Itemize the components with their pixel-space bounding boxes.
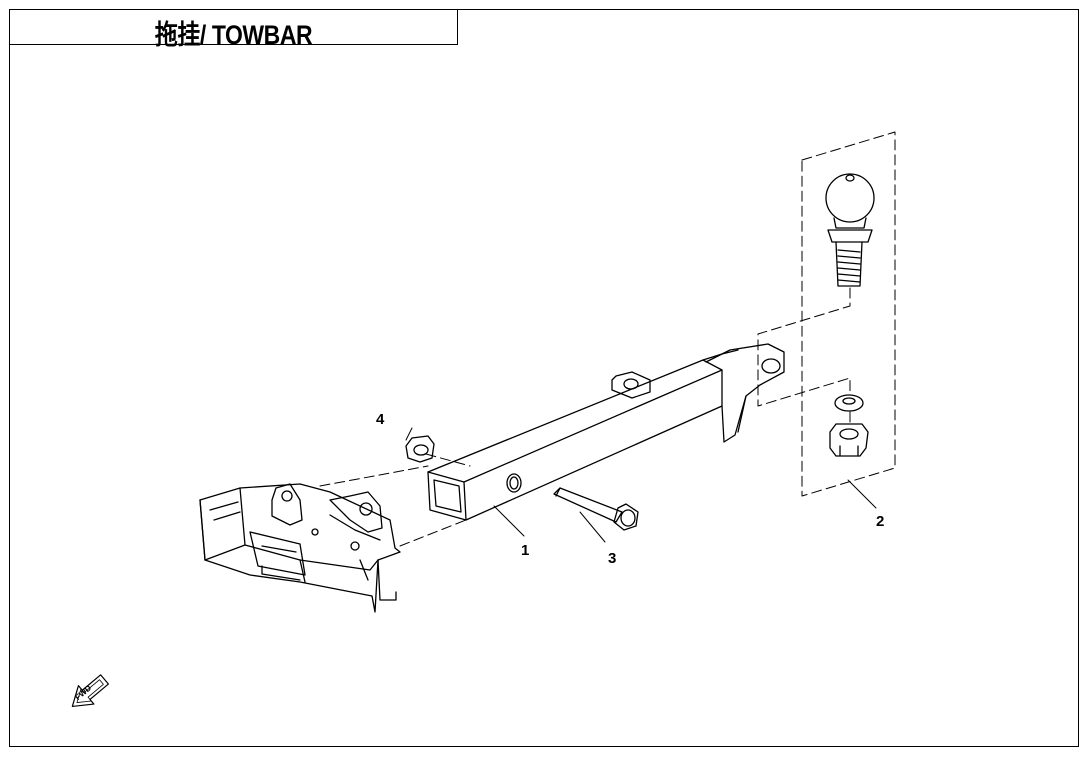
bushing [405, 435, 435, 463]
frame-bracket [199, 483, 401, 613]
callout-2: 2 [876, 513, 884, 530]
explode-guides [319, 131, 896, 547]
title-block: 拖挂/ TOWBAR [9, 9, 458, 50]
hitch-ball [825, 173, 875, 287]
bolt [553, 487, 639, 531]
leader-lines [405, 427, 877, 543]
callout-3: 3 [608, 550, 616, 567]
callout-1: 1 [521, 542, 529, 559]
hex-nut [829, 423, 869, 457]
fwd-arrow-icon [71, 674, 109, 708]
page-title: 拖挂/ TOWBAR [154, 20, 313, 50]
drawing-frame [9, 9, 1079, 747]
callout-4: 4 [376, 411, 385, 428]
receiver-tube [427, 343, 785, 521]
lock-washer [834, 394, 864, 412]
